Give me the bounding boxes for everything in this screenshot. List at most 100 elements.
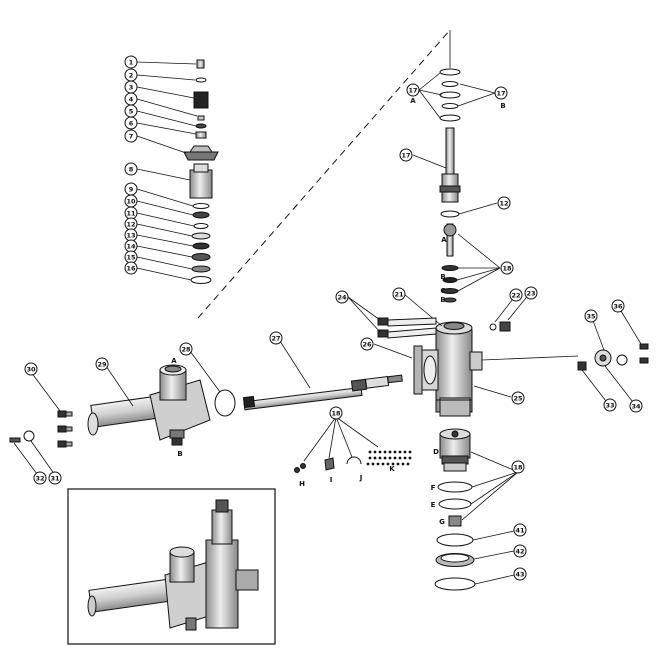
letter-h: H	[299, 480, 305, 488]
callout-21: 21	[392, 287, 406, 301]
letter-b-valve-top: B	[500, 102, 505, 110]
svg-text:35: 35	[586, 312, 596, 320]
letter-a-left-housing: A	[171, 357, 177, 365]
fittings-24	[347, 296, 437, 339]
svg-text:16: 16	[126, 264, 136, 272]
callout-3: 3	[124, 80, 138, 94]
callout-22: 22	[509, 288, 523, 302]
fittings-30-31-32	[9, 371, 73, 479]
svg-text:27: 27	[271, 334, 280, 342]
letter-b-left-housing: B	[177, 450, 182, 458]
svg-text:13: 13	[126, 231, 135, 239]
callout-17-c: 17	[399, 148, 413, 162]
letter-a-valve-top: A	[410, 97, 416, 105]
svg-text:10: 10	[126, 197, 136, 205]
callout-17-a: 17	[406, 83, 420, 97]
svg-text:21: 21	[394, 290, 404, 298]
callout-16: 16	[124, 261, 138, 275]
letter-b-valve-1: B	[440, 273, 445, 281]
svg-text:32: 32	[35, 474, 44, 482]
svg-text:25: 25	[513, 394, 523, 402]
valve-stack	[439, 68, 461, 303]
callout-25: 25	[511, 391, 525, 405]
svg-text:8: 8	[129, 165, 134, 173]
letter-f: F	[431, 484, 436, 492]
svg-text:7: 7	[129, 132, 134, 140]
letter-i: I	[330, 476, 333, 484]
callout-24: 24	[335, 290, 349, 304]
housing-leaders	[373, 293, 579, 398]
callout-7: 7	[124, 129, 138, 143]
callout-9: 9	[124, 182, 138, 196]
dashed-guide-line	[197, 29, 451, 319]
svg-text:22: 22	[511, 291, 520, 299]
callout-42: 42	[513, 544, 527, 558]
lower-valve-body	[437, 428, 519, 527]
o-ring-28	[214, 389, 236, 417]
svg-text:18: 18	[513, 463, 523, 471]
callout-28: 28	[179, 342, 193, 356]
callout-6: 6	[124, 116, 138, 130]
callout-5: 5	[124, 104, 138, 118]
svg-text:17: 17	[401, 151, 410, 159]
svg-text:1: 1	[129, 58, 134, 66]
letter-k: K	[389, 465, 395, 473]
right-side-parts	[577, 305, 649, 407]
callout-35: 35	[584, 309, 598, 323]
svg-text:34: 34	[631, 402, 641, 410]
svg-text:6: 6	[129, 119, 134, 127]
callout-11: 11	[124, 206, 138, 220]
svg-text:23: 23	[526, 289, 535, 297]
callout-31: 31	[48, 471, 62, 485]
ball-rows	[366, 450, 412, 466]
svg-text:33: 33	[605, 401, 614, 409]
letter-g: G	[439, 518, 445, 526]
svg-text:29: 29	[97, 360, 107, 368]
svg-text:30: 30	[26, 365, 36, 373]
svg-text:41: 41	[515, 526, 525, 534]
rings-41-43	[434, 530, 515, 591]
svg-text:17: 17	[496, 89, 505, 97]
svg-text:43: 43	[515, 570, 524, 578]
callout-2: 2	[124, 68, 138, 82]
left-stack-leaders	[136, 61, 198, 281]
letter-a-valve: A	[441, 236, 447, 244]
callout-29: 29	[95, 357, 109, 371]
callout-12-b: 12	[497, 196, 511, 210]
svg-text:11: 11	[126, 209, 136, 217]
main-housing	[413, 321, 483, 417]
letter-j: J	[359, 474, 363, 482]
svg-text:24: 24	[337, 293, 347, 301]
callout-14: 14	[124, 239, 138, 253]
callout-18-a: 18	[500, 261, 514, 275]
small-parts-hijk	[294, 416, 412, 473]
letter-e: E	[431, 501, 436, 509]
callout-27: 27	[269, 331, 283, 345]
callout-34: 34	[629, 399, 643, 413]
svg-text:15: 15	[126, 253, 136, 261]
svg-text:12: 12	[499, 199, 508, 207]
callout-26: 26	[360, 337, 374, 351]
svg-text:3: 3	[129, 83, 134, 91]
callout-15: 15	[124, 250, 138, 264]
shaft	[242, 340, 403, 411]
callout-30: 30	[24, 362, 38, 376]
callout-12: 12	[124, 217, 138, 231]
letter-b-valve-2: B	[440, 296, 445, 304]
svg-text:9: 9	[129, 185, 134, 193]
svg-text:17: 17	[408, 86, 417, 94]
svg-text:14: 14	[126, 242, 136, 250]
callout-41: 41	[513, 523, 527, 537]
left-part-stack	[183, 59, 219, 284]
svg-text:2: 2	[129, 71, 134, 79]
assembled-view-inset	[67, 488, 276, 645]
svg-text:26: 26	[362, 340, 372, 348]
fittings-22-23	[489, 292, 531, 332]
letter-c-valve: C	[440, 287, 445, 295]
svg-text:4: 4	[129, 95, 134, 103]
svg-text:18: 18	[502, 264, 512, 272]
svg-text:5: 5	[129, 107, 134, 115]
svg-text:18: 18	[331, 409, 341, 417]
callout-23: 23	[524, 286, 538, 300]
callout-1: 1	[124, 55, 138, 69]
